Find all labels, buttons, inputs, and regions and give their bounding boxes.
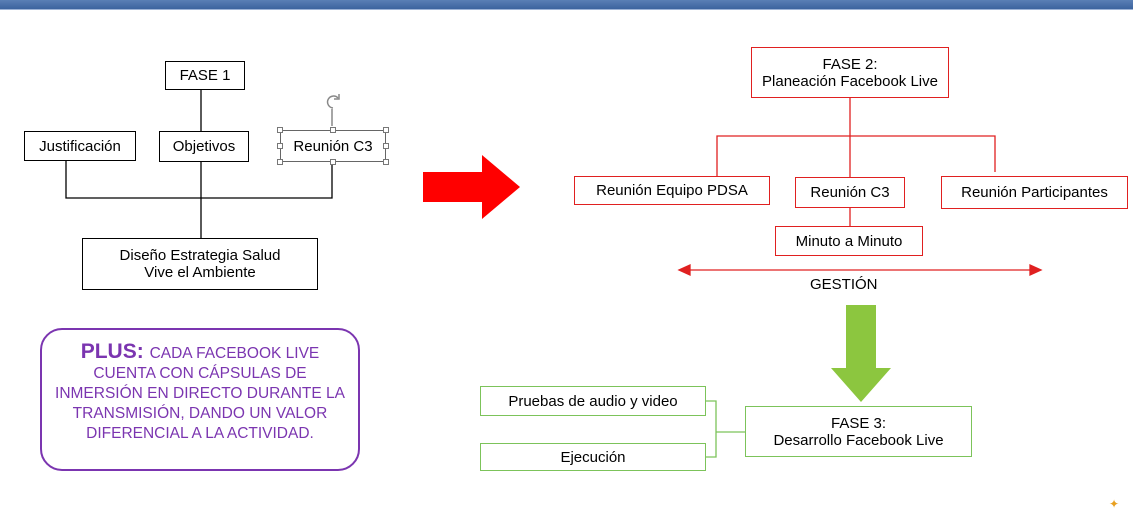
justification-label: Justificación bbox=[39, 137, 121, 155]
meeting-c3-box-selected[interactable]: Reunión C3 bbox=[280, 130, 386, 162]
phase2-item-participants: Reunión Participantes bbox=[941, 176, 1128, 209]
phase3-item-label: Pruebas de audio y video bbox=[508, 392, 678, 410]
strategy-line1: Diseño Estrategia Salud bbox=[119, 247, 281, 264]
selection-handle[interactable] bbox=[330, 159, 336, 165]
justification-box: Justificación bbox=[24, 131, 136, 161]
phase2-item-pdsa: Reunión Equipo PDSA bbox=[574, 176, 770, 205]
phase2-title-line2: Planeación Facebook Live bbox=[762, 72, 938, 90]
phase2-item-label: Reunión Equipo PDSA bbox=[596, 182, 748, 199]
phase2-item-label: Reunión Participantes bbox=[961, 184, 1108, 201]
gestion-label: GESTIÓN bbox=[810, 276, 878, 293]
phase3-box: FASE 3: Desarrollo Facebook Live bbox=[745, 406, 972, 457]
minute-by-minute-label: Minuto a Minuto bbox=[795, 232, 903, 250]
selection-handle[interactable] bbox=[277, 127, 283, 133]
minute-by-minute-box: Minuto a Minuto bbox=[775, 226, 923, 256]
plus-heading: PLUS: bbox=[80, 340, 150, 363]
green-down-arrow bbox=[831, 305, 891, 402]
strategy-result-box: Diseño Estrategia Salud Vive el Ambiente bbox=[82, 238, 318, 290]
rotate-handle-icon bbox=[326, 94, 340, 126]
phase3-item-label: Ejecución bbox=[560, 448, 626, 466]
selection-handle[interactable] bbox=[383, 159, 389, 165]
phase2-item-c3: Reunión C3 bbox=[795, 177, 905, 208]
sparkle-icon: ✦ bbox=[1109, 497, 1120, 511]
phase2-box: FASE 2: Planeación Facebook Live bbox=[751, 47, 949, 98]
objectives-box: Objetivos bbox=[159, 131, 249, 162]
red-arrow bbox=[423, 155, 520, 219]
plus-text: CADA FACEBOOK LIVE CUENTA CON CÁPSULAS D… bbox=[55, 345, 345, 442]
audio-video-tests-box: Pruebas de audio y video bbox=[480, 386, 706, 416]
selection-handle[interactable] bbox=[383, 143, 389, 149]
header-bar bbox=[0, 0, 1133, 10]
phase2-item-label: Reunión C3 bbox=[810, 184, 890, 201]
plus-note: PLUS: CADA FACEBOOK LIVE CUENTA CON CÁPS… bbox=[40, 328, 360, 471]
phase3-title-line1: FASE 3: bbox=[830, 414, 887, 432]
selection-handle[interactable] bbox=[330, 127, 336, 133]
meeting-c3-label: Reunión C3 bbox=[293, 137, 373, 155]
selection-handle[interactable] bbox=[277, 143, 283, 149]
execution-box: Ejecución bbox=[480, 443, 706, 471]
objectives-label: Objetivos bbox=[172, 138, 236, 155]
phase1-box: FASE 1 bbox=[165, 61, 245, 90]
strategy-line2: Vive el Ambiente bbox=[144, 264, 256, 281]
phase1-label: FASE 1 bbox=[179, 67, 231, 84]
selection-handle[interactable] bbox=[383, 127, 389, 133]
phase2-title-line1: FASE 2: bbox=[822, 55, 878, 73]
selection-handle[interactable] bbox=[277, 159, 283, 165]
phase3-title-line2: Desarrollo Facebook Live bbox=[773, 431, 944, 449]
